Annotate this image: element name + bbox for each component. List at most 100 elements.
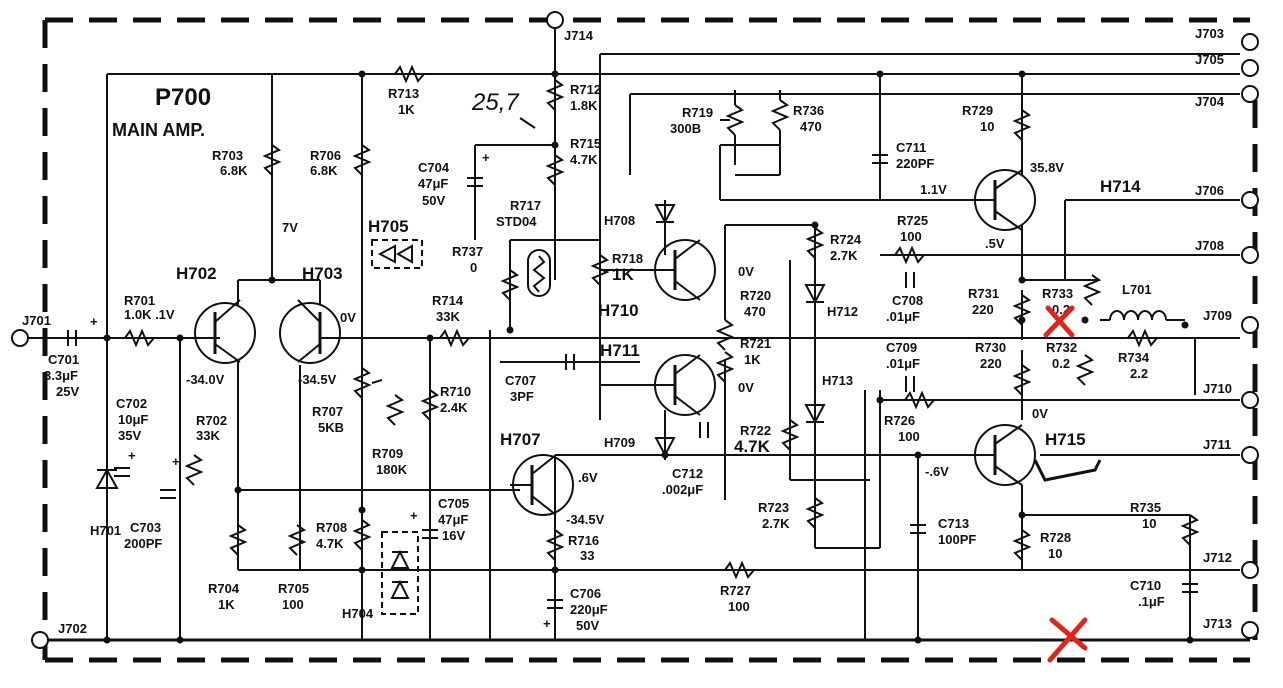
schematic-path <box>352 367 383 399</box>
schematic-path <box>600 239 701 301</box>
schematic-label: H702 <box>176 264 217 283</box>
schematic-label: R728 <box>1040 530 1071 545</box>
schematic-label: C701 <box>48 352 79 367</box>
resistor-R731: R731 220 <box>968 286 1032 326</box>
board-subtitle: MAIN AMP. <box>112 120 205 140</box>
capacitor-C706: C706 220μF 50V <box>547 586 608 633</box>
schematic-path <box>1127 328 1158 348</box>
schematic-path <box>262 144 282 176</box>
schematic-label: 180K <box>376 462 408 477</box>
board-title: P700 <box>155 84 211 111</box>
schematic-label: 1K <box>612 265 634 284</box>
schematic-label: 10 <box>1142 516 1156 531</box>
schematic-label: R704 <box>208 581 240 596</box>
schematic-label: .1μF <box>1138 594 1165 609</box>
diodes: H705 H701 H704 H708 H709 H712 H713 <box>90 204 858 621</box>
schematic-label: 33K <box>196 428 220 443</box>
resistor-R718: R718 1K <box>590 251 643 286</box>
schematic-path <box>805 497 825 529</box>
schematic-label: J709 <box>1203 308 1232 323</box>
diode-H712: H712 <box>804 284 858 319</box>
resistor-R725: R725 100 <box>894 213 928 265</box>
schematic-circle <box>358 566 366 574</box>
schematic-label: 16V <box>442 528 465 543</box>
schematic-label: R726 <box>884 413 915 428</box>
schematic-label: 3PF <box>510 389 534 404</box>
schematic-label: 0.2 <box>1052 356 1070 371</box>
schematic-label: 4.7K <box>570 152 598 167</box>
resistor-R707: R707 5KB <box>312 367 383 435</box>
schematic-circle <box>876 70 884 78</box>
schematic-path <box>500 269 520 301</box>
schematic-label: 0V <box>738 264 754 279</box>
jack-J711 <box>1241 446 1259 464</box>
schematic-label: R733 <box>1042 286 1073 301</box>
schematic-circle <box>1018 70 1026 78</box>
schematic-path <box>420 389 440 421</box>
schematic-path <box>352 519 372 551</box>
schematic-label: R709 <box>372 446 403 461</box>
jack-J709 <box>1241 316 1259 334</box>
schematic-label: R703 <box>212 148 243 163</box>
schematic-label: J702 <box>58 621 87 636</box>
red-x-mark <box>1043 305 1075 338</box>
resistor-R723: R723 2.7K <box>758 497 825 531</box>
schematic-label: R725 <box>897 213 928 228</box>
schematic-label: R724 <box>830 232 862 247</box>
schematic-label: R701 <box>124 293 155 308</box>
schematic-label: J712 <box>1203 550 1232 565</box>
schematic-label: 7V <box>282 220 298 235</box>
diode-H701: H701 <box>90 467 121 538</box>
board-outline <box>42 17 1258 663</box>
resistor-R735: R735 10 <box>1130 500 1200 546</box>
resistor-R732: R732 0.2 <box>1046 340 1095 386</box>
schematic-circle <box>1018 316 1026 324</box>
transistor-H711: H711 <box>600 341 716 416</box>
schematic-label: R713 <box>388 86 419 101</box>
schematic-label: 220PF <box>896 156 934 171</box>
capacitor-C702: C702 10μF 35V <box>114 396 148 477</box>
schematic-path <box>600 354 701 416</box>
diode-H705: H705 <box>368 217 423 269</box>
resistor-R721: R721 1K <box>715 336 771 383</box>
schematic-label: R721 <box>740 336 771 351</box>
jack-J713 <box>1241 621 1259 639</box>
resistor-R729: R729 10 <box>962 103 1032 141</box>
schematic-label: L701 <box>1122 282 1152 297</box>
resistor-R736: R736 470 <box>735 90 824 176</box>
schematic-label: R708 <box>316 520 347 535</box>
resistor-R708: R708 4.7K <box>316 519 372 551</box>
schematic-path <box>715 319 735 351</box>
schematic-circle <box>811 221 819 229</box>
schematic-circle <box>103 334 111 342</box>
schematic-label: J711 <box>1203 437 1231 452</box>
schematic-label: 50V <box>422 193 445 208</box>
schematic-label: 1.1V <box>920 182 947 197</box>
diode-H709: H709 <box>604 435 676 458</box>
capacitor-C703: C703 200PF <box>124 489 176 551</box>
schematic-label: 25,7 <box>471 89 520 116</box>
resistor-R719: R719 300B <box>670 90 745 165</box>
schematic-label: C711 <box>896 140 926 155</box>
schematic-label: 6.8K <box>220 163 248 178</box>
transistor-H707: H707 <box>500 430 574 516</box>
jack-J708 <box>1241 246 1259 264</box>
schematic-label: R715 <box>570 136 601 151</box>
schematic-label: R718 <box>612 251 643 266</box>
schematic-label: C707 <box>505 373 536 388</box>
schematic-label: C712 <box>672 466 703 481</box>
schematic-label: .6V <box>578 470 598 485</box>
schematic-label: R720 <box>740 288 771 303</box>
schematic-path <box>377 244 413 264</box>
jack-J705 <box>1241 59 1259 77</box>
schematic-label: J706 <box>1195 183 1224 198</box>
schematic-label: J708 <box>1195 238 1224 253</box>
resistor-R710: R710 2.4K <box>420 384 471 421</box>
schematic-path <box>1075 354 1095 386</box>
resistor-R703: R703 6.8K <box>212 144 282 178</box>
schematic-label: C708 <box>892 293 923 308</box>
resistor-R724: R724 2.7K <box>805 227 862 263</box>
schematic-path <box>352 144 372 176</box>
schematic-label: H703 <box>302 264 343 283</box>
